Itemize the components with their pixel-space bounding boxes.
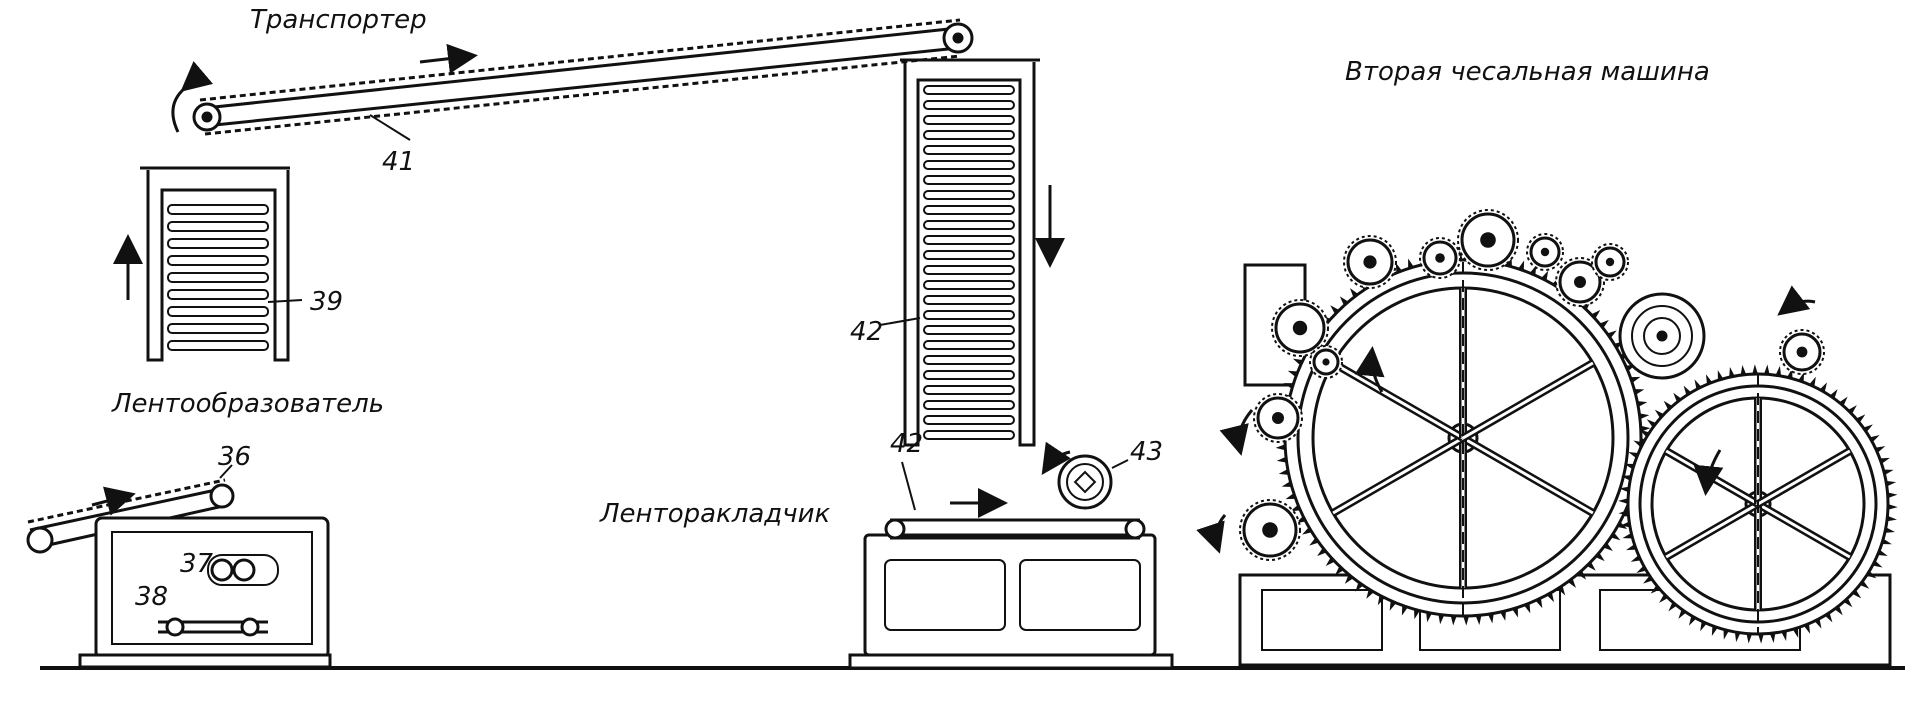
tower-bar bbox=[923, 430, 1015, 440]
tower-bar bbox=[923, 370, 1015, 380]
tower-bar bbox=[923, 400, 1015, 410]
tower-bar bbox=[923, 310, 1015, 320]
roller-hub bbox=[1435, 253, 1445, 263]
tower-bar bbox=[923, 160, 1015, 170]
second-machine-label: Вторая чесальная машина bbox=[1345, 57, 1710, 87]
tower-bar bbox=[923, 415, 1015, 425]
lap-bar bbox=[167, 340, 269, 351]
transporter-conveyor bbox=[171, 18, 974, 141]
tower-bar bbox=[923, 340, 1015, 350]
lentoraskladchik-label: Ленторакладчик bbox=[599, 499, 831, 529]
cylinder-spoke-inner bbox=[1665, 502, 1759, 559]
roller-hub bbox=[1322, 358, 1330, 366]
cylinder-spoke-inner bbox=[1757, 502, 1851, 559]
tower-bar bbox=[923, 235, 1015, 245]
tower-bar bbox=[923, 385, 1015, 395]
roller-hub bbox=[1540, 247, 1550, 257]
cylinder-spoke-inner bbox=[1757, 449, 1851, 506]
callout-41: 42 bbox=[850, 317, 883, 347]
transporter-label: Транспортер bbox=[250, 5, 427, 35]
roller-hub bbox=[1574, 276, 1586, 288]
lap-former-39 bbox=[113, 166, 303, 362]
tower-bar bbox=[923, 130, 1015, 140]
callout-40: 41 bbox=[382, 147, 415, 177]
tower-bar bbox=[923, 100, 1015, 110]
second-carding-machine bbox=[1196, 209, 1898, 667]
tower-bar bbox=[923, 115, 1015, 125]
roller-hub bbox=[1292, 320, 1308, 336]
tower-bar bbox=[923, 250, 1015, 260]
callout-39: 39 bbox=[310, 287, 343, 317]
tower-bar bbox=[923, 175, 1015, 185]
roller-hub bbox=[1363, 255, 1377, 269]
tower-bar bbox=[923, 265, 1015, 275]
tower-bar bbox=[923, 280, 1015, 290]
left-feeder-machine bbox=[26, 464, 332, 669]
tower-bar bbox=[923, 325, 1015, 335]
lap-bar bbox=[167, 255, 269, 266]
roller-hub bbox=[1796, 346, 1808, 358]
roller-hub bbox=[1605, 257, 1615, 267]
storage-tower-41 bbox=[879, 58, 1065, 447]
roller-hub bbox=[1262, 522, 1278, 538]
tower-bar bbox=[923, 355, 1015, 365]
roller-hub bbox=[1480, 232, 1496, 248]
lap-bar bbox=[167, 204, 269, 215]
tower-bar bbox=[923, 295, 1015, 305]
roller-hub bbox=[1272, 412, 1284, 424]
tower-bar bbox=[923, 85, 1015, 95]
callout-37: 37 bbox=[180, 549, 214, 579]
lentoobrazovatel-label: Лентообразователь bbox=[111, 389, 384, 419]
tower-bar bbox=[923, 205, 1015, 215]
tower-bar bbox=[923, 145, 1015, 155]
lap-bar bbox=[167, 272, 269, 283]
callout-36: 36 bbox=[218, 442, 251, 472]
tower-bar bbox=[923, 190, 1015, 200]
callout-38: 38 bbox=[135, 582, 168, 612]
lap-bar bbox=[167, 323, 269, 334]
lap-bar bbox=[167, 221, 269, 232]
lap-bar bbox=[167, 306, 269, 317]
cylinder-spoke-inner bbox=[1462, 361, 1594, 440]
lap-spreader bbox=[848, 441, 1174, 670]
cylinder-spoke-inner bbox=[1462, 436, 1594, 515]
cylinder-spoke-inner bbox=[1332, 436, 1464, 515]
lap-bar bbox=[167, 238, 269, 249]
tower-bar bbox=[923, 220, 1015, 230]
lap-bar bbox=[167, 289, 269, 300]
callout-43: 43 bbox=[1130, 437, 1163, 467]
callout-42-num: 42 bbox=[890, 429, 923, 459]
